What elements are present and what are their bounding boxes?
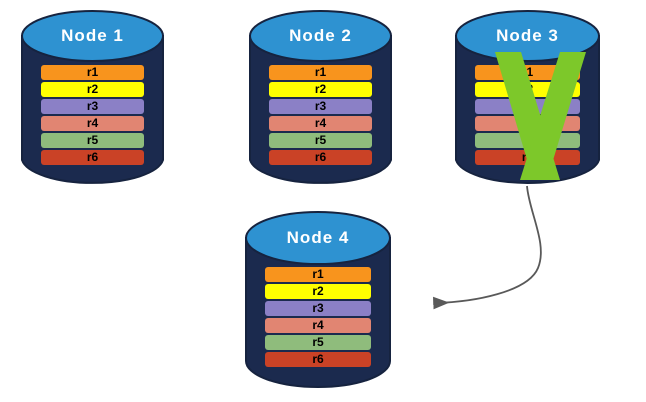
record-bar[interactable]: r1 — [475, 65, 580, 80]
record-label: r1 — [521, 65, 534, 79]
record-label: r6 — [314, 150, 327, 164]
record-bar[interactable]: r3 — [269, 99, 372, 114]
record-list: r1 r2 r3 r4 r5 r6 — [21, 65, 164, 165]
record-bar[interactable]: r6 — [265, 352, 371, 367]
record-label: r4 — [314, 116, 327, 130]
record-bar[interactable]: r6 — [269, 150, 372, 165]
record-bar[interactable]: r3 — [475, 99, 580, 114]
record-label: r5 — [314, 133, 327, 147]
record-label: r3 — [86, 99, 99, 113]
record-label: r4 — [86, 116, 99, 130]
record-bar[interactable]: r2 — [41, 82, 144, 97]
record-label: r1 — [312, 267, 324, 281]
node-1[interactable]: Node 1 r1 r2 r3 r4 r5 r6 — [21, 10, 164, 186]
record-bar[interactable]: r5 — [269, 133, 372, 148]
record-bar[interactable]: r2 — [265, 284, 371, 299]
record-label: r4 — [521, 116, 534, 130]
node-3[interactable]: Node 3 r1 r2 r3 r4 r5 r6 — [455, 10, 600, 186]
node-title: Node 3 — [496, 26, 559, 45]
record-bar[interactable]: r5 — [475, 133, 580, 148]
node-2[interactable]: Node 2 r1 r2 r3 r4 r5 r6 — [249, 10, 392, 186]
record-bar[interactable]: r2 — [269, 82, 372, 97]
record-bar[interactable]: r4 — [475, 116, 580, 131]
record-label: r6 — [312, 352, 324, 366]
record-bar[interactable]: r4 — [41, 116, 144, 131]
record-list: r1 r2 r3 r4 r5 r6 — [249, 65, 392, 165]
record-bar[interactable]: r1 — [41, 65, 144, 80]
record-label: r2 — [521, 82, 534, 96]
record-label: r5 — [86, 133, 99, 147]
node-title: Node 4 — [286, 228, 350, 247]
record-label: r3 — [312, 301, 324, 315]
record-label: r5 — [521, 133, 534, 147]
record-label: r2 — [314, 82, 327, 96]
record-label: r6 — [86, 150, 99, 164]
record-list: r1 r2 r3 r4 r5 r6 — [455, 65, 600, 165]
record-bar[interactable]: r3 — [41, 99, 144, 114]
record-label: r1 — [86, 65, 99, 79]
record-bar[interactable]: r4 — [269, 116, 372, 131]
node-title: Node 1 — [61, 26, 124, 45]
record-label: r2 — [86, 82, 99, 96]
record-bar[interactable]: r1 — [265, 267, 371, 282]
record-label: r6 — [521, 150, 534, 164]
record-bar[interactable]: r3 — [265, 301, 371, 316]
record-label: r3 — [521, 99, 534, 113]
record-label: r1 — [314, 65, 327, 79]
record-bar[interactable]: r5 — [265, 335, 371, 350]
record-label: r2 — [312, 284, 324, 298]
record-bar[interactable]: r2 — [475, 82, 580, 97]
record-bar[interactable]: r6 — [41, 150, 144, 165]
record-bar[interactable]: r1 — [269, 65, 372, 80]
node-title: Node 2 — [289, 26, 352, 45]
record-bar[interactable]: r6 — [475, 150, 580, 165]
record-label: r4 — [312, 318, 324, 332]
record-label: r3 — [314, 99, 327, 113]
record-bar[interactable]: r4 — [265, 318, 371, 333]
record-bar[interactable]: r5 — [41, 133, 144, 148]
node-4[interactable]: Node 4 r1 r2 r3 r4 r5 r6 — [245, 211, 391, 388]
record-list: r1 r2 r3 r4 r5 r6 — [245, 267, 391, 367]
record-label: r5 — [312, 335, 324, 349]
